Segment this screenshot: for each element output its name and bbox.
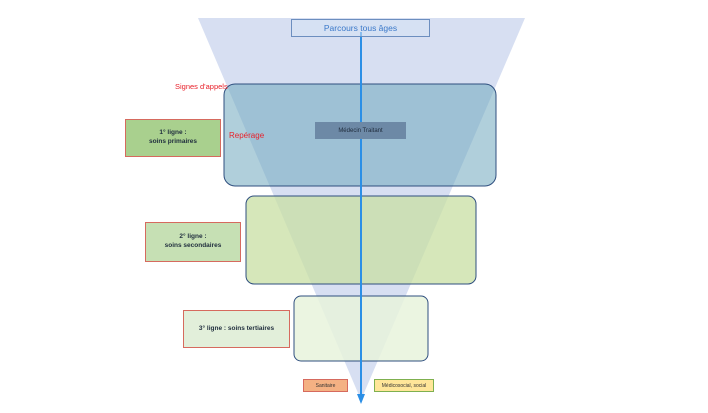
signes-label: Signes d'appels <box>175 82 228 91</box>
pathway-title: Parcours tous âges <box>291 19 430 37</box>
reperage-label: Repérage <box>229 131 265 140</box>
tier-secondary-line2: soins secondaires <box>164 242 222 249</box>
legend-medicosocial: Médicosocial, social <box>374 379 434 392</box>
pathway-arrow-head <box>357 394 365 404</box>
tier-tertiary-line1: 3° ligne : soins tertiaires <box>198 324 275 332</box>
medecin-traitant-box: Médecin Traitant <box>315 122 406 139</box>
tier-tertiary-label: 3° ligne : soins tertiaires <box>183 310 290 348</box>
tier-secondary-label: 2° ligne : soins secondaires <box>145 222 241 262</box>
legend-sanitaire: Sanitaire <box>303 379 348 392</box>
tier-secondary-line1: 2° ligne : <box>179 233 207 241</box>
tier-primary-label: 1° ligne : soins primaires <box>125 119 221 157</box>
tier-primary-line2: soins primaires <box>148 138 198 145</box>
tier-primary-line1: 1° ligne : <box>159 129 187 137</box>
